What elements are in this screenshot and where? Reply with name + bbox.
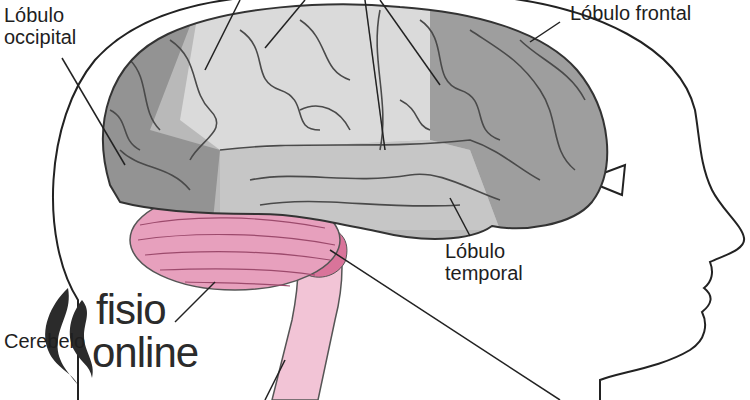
cerebrum-outline [103,4,607,239]
cerebrum [90,0,640,250]
cerebellum-folia [138,218,335,286]
head-outline [53,0,744,400]
part-label: Lóbulo temporal [445,240,565,284]
leader-lines [62,0,560,400]
watermark: fisio [96,290,166,330]
watermark: online [92,333,198,373]
part-label: Lóbulo occipital [4,4,114,48]
part-label: Lóbulo frontal [570,2,745,24]
